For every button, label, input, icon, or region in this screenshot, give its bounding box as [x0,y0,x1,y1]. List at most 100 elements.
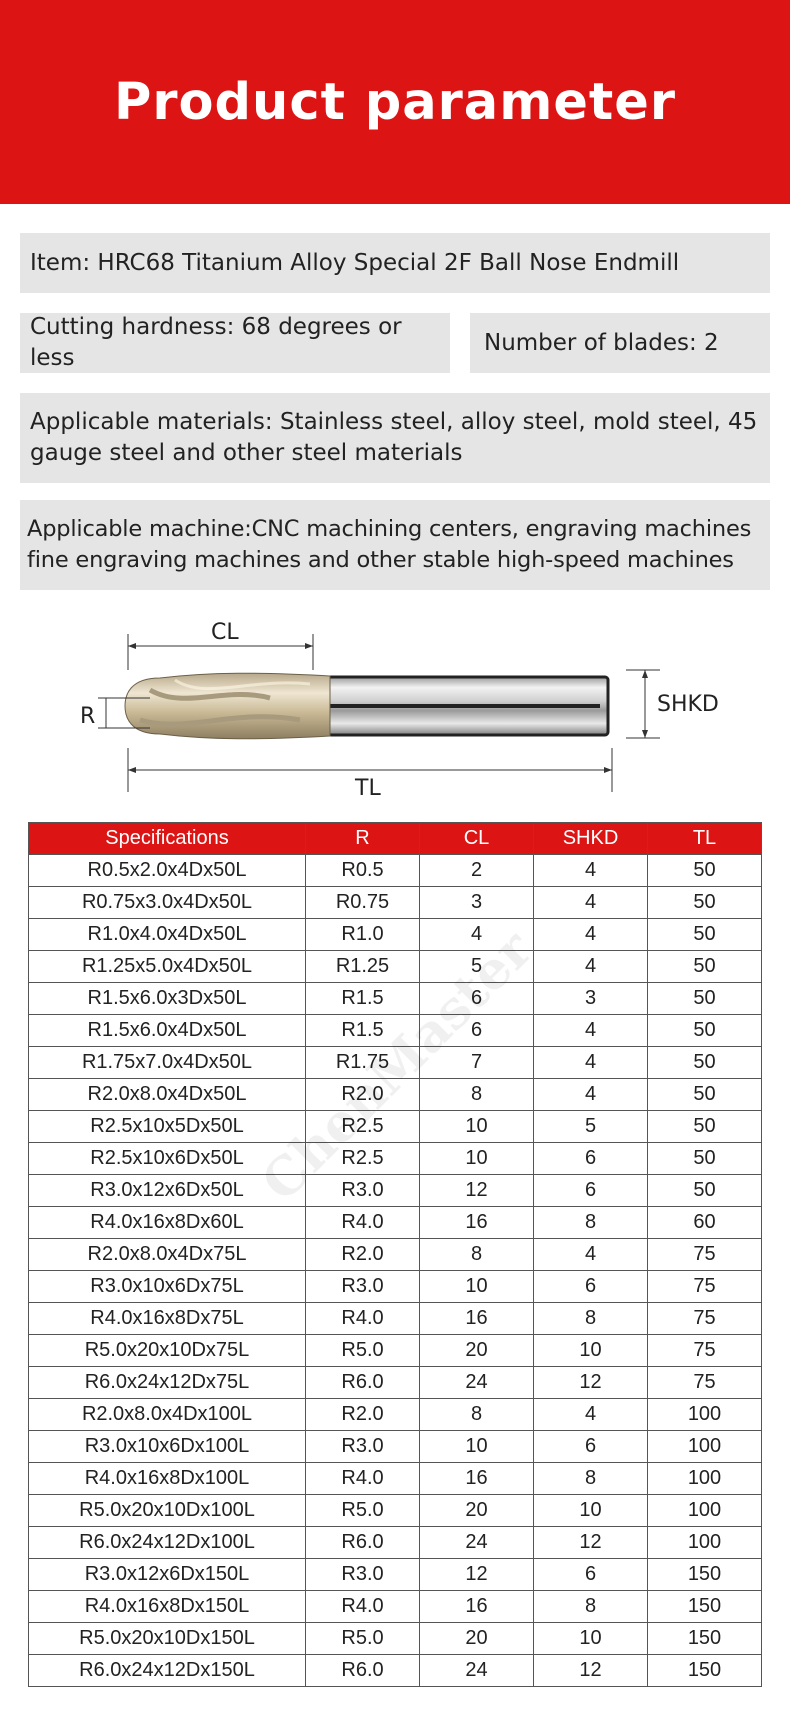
spec-cell: R3.0x12x6Dx150L [28,1558,306,1591]
r-cell: R2.0 [305,1078,420,1111]
cl-cell: 3 [419,886,534,919]
r-cell: R5.0 [305,1622,420,1655]
materials-box: Applicable materials: Stainless steel, a… [20,393,770,483]
shkd-cell: 6 [533,1142,648,1175]
tl-cell: 100 [647,1430,762,1463]
hardness-text: Cutting hardness: 68 degrees or less [30,314,402,371]
tl-cell: 75 [647,1302,762,1335]
cl-cell: 12 [419,1174,534,1207]
cl-cell: 10 [419,1270,534,1303]
r-cell: R4.0 [305,1590,420,1623]
cl-cell: 16 [419,1206,534,1239]
r-cell: R6.0 [305,1526,420,1559]
spec-cell: R2.0x8.0x4Dx50L [28,1078,306,1111]
cl-cell: 10 [419,1142,534,1175]
spec-cell: R3.0x10x6Dx75L [28,1270,306,1303]
shkd-cell: 4 [533,918,648,951]
materials-text: Applicable materials: Stainless steel, a… [30,409,758,466]
spec-cell: R0.5x2.0x4Dx50L [28,854,306,887]
header-banner: Product parameter [0,0,790,204]
r-cell: R6.0 [305,1366,420,1399]
spec-cell: R1.25x5.0x4Dx50L [28,950,306,983]
shkd-cell: 3 [533,982,648,1015]
cl-cell: 24 [419,1654,534,1687]
column-header-shkd: SHKD [533,822,648,855]
cl-cell: 8 [419,1398,534,1431]
shkd-cell: 4 [533,854,648,887]
cl-cell: 6 [419,982,534,1015]
spec-cell: R5.0x20x10Dx150L [28,1622,306,1655]
tl-cell: 50 [647,1142,762,1175]
machine-box: Applicable machine:CNC machining centers… [20,500,770,590]
spec-cell: R4.0x16x8Dx60L [28,1206,306,1239]
r-cell: R0.75 [305,886,420,919]
shkd-cell: 4 [533,1078,648,1111]
tl-label: TL [355,776,381,801]
spec-cell: R4.0x16x8Dx150L [28,1590,306,1623]
shkd-cell: 6 [533,1430,648,1463]
tl-cell: 50 [647,982,762,1015]
tl-cell: 150 [647,1654,762,1687]
cl-cell: 2 [419,854,534,887]
tl-cell: 75 [647,1366,762,1399]
spec-cell: R1.75x7.0x4Dx50L [28,1046,306,1079]
tl-cell: 50 [647,886,762,919]
r-cell: R0.5 [305,854,420,887]
r-cell: R5.0 [305,1494,420,1527]
shkd-cell: 10 [533,1622,648,1655]
cl-cell: 20 [419,1334,534,1367]
tl-cell: 75 [647,1238,762,1271]
item-text: Item: HRC68 Titanium Alloy Special 2F Ba… [30,249,680,276]
shkd-cell: 4 [533,950,648,983]
cl-cell: 12 [419,1558,534,1591]
tl-cell: 50 [647,950,762,983]
spec-cell: R5.0x20x10Dx75L [28,1334,306,1367]
cl-label: CL [211,620,239,645]
r-cell: R2.0 [305,1238,420,1271]
shkd-cell: 4 [533,1046,648,1079]
cl-cell: 20 [419,1622,534,1655]
shkd-cell: 8 [533,1302,648,1335]
spec-cell: R2.5x10x5Dx50L [28,1110,306,1143]
cl-cell: 20 [419,1494,534,1527]
tl-cell: 75 [647,1334,762,1367]
r-cell: R3.0 [305,1430,420,1463]
column-header-cl: CL [419,822,534,855]
r-cell: R1.5 [305,982,420,1015]
tl-cell: 150 [647,1558,762,1591]
shkd-cell: 6 [533,1174,648,1207]
shkd-cell: 12 [533,1654,648,1687]
cl-cell: 5 [419,950,534,983]
column-header-spec: Specifications [28,822,306,855]
cl-cell: 4 [419,918,534,951]
blades-text: Number of blades: 2 [484,329,719,356]
spec-cell: R2.0x8.0x4Dx100L [28,1398,306,1431]
r-cell: R4.0 [305,1206,420,1239]
tl-cell: 50 [647,918,762,951]
spec-cell: R4.0x16x8Dx75L [28,1302,306,1335]
r-cell: R1.25 [305,950,420,983]
cl-cell: 16 [419,1462,534,1495]
column-header-tl: TL [647,822,762,855]
tl-cell: 100 [647,1398,762,1431]
item-box: Item: HRC68 Titanium Alloy Special 2F Ba… [20,233,770,293]
tl-cell: 150 [647,1622,762,1655]
cl-cell: 24 [419,1366,534,1399]
spec-cell: R6.0x24x12Dx150L [28,1654,306,1687]
